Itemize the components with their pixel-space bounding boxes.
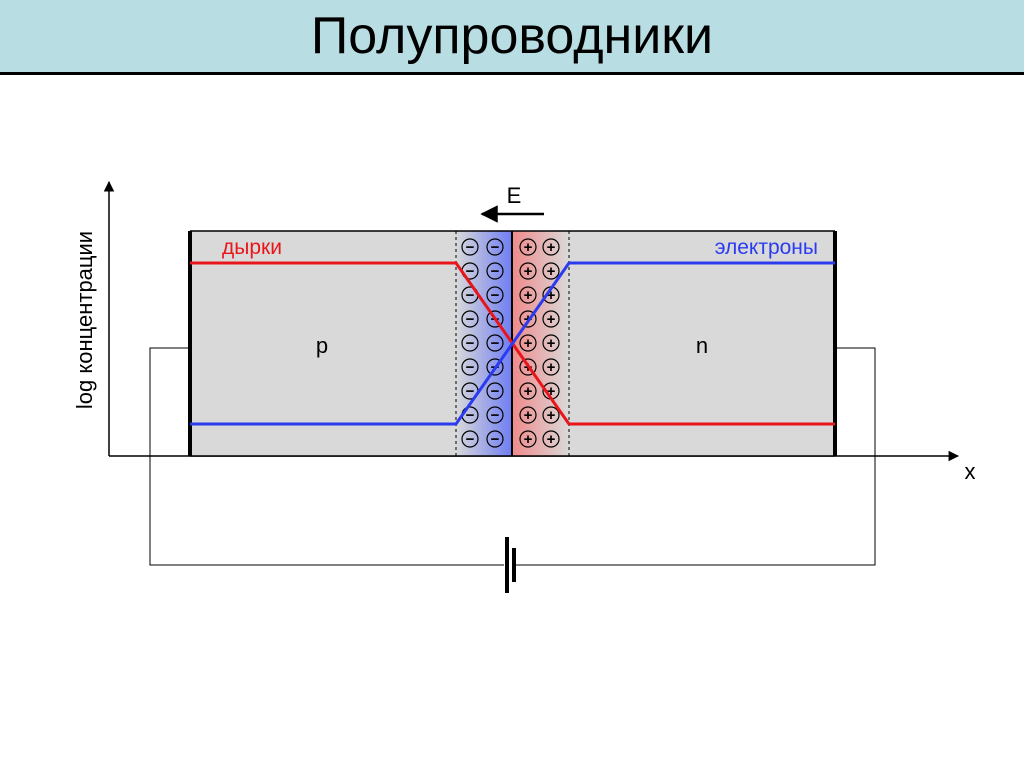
negative-ion: −	[461, 238, 479, 256]
negative-ion: −	[486, 238, 504, 256]
positive-ion-symbol: +	[547, 383, 556, 400]
positive-ion-symbol: +	[547, 359, 556, 376]
positive-ion: +	[519, 406, 537, 424]
positive-ion: +	[542, 310, 560, 328]
negative-ion: −	[486, 382, 504, 400]
negative-ion: −	[461, 430, 479, 448]
positive-ion-symbol: +	[547, 335, 556, 352]
positive-ion: +	[519, 382, 537, 400]
negative-ion: −	[486, 406, 504, 424]
positive-ion-symbol: +	[547, 407, 556, 424]
positive-ion-symbol: +	[524, 383, 533, 400]
negative-ion-symbol: −	[466, 287, 475, 304]
negative-ion-symbol: −	[491, 263, 500, 280]
negative-ion-symbol: −	[466, 311, 475, 328]
positive-ion: +	[519, 238, 537, 256]
positive-ion-symbol: +	[547, 311, 556, 328]
negative-ion: −	[461, 358, 479, 376]
positive-ion-symbol: +	[547, 263, 556, 280]
title-bar: Полупроводники	[0, 0, 1024, 75]
negative-ion-symbol: −	[466, 431, 475, 448]
positive-ion-symbol: +	[547, 431, 556, 448]
negative-ion-symbol: −	[466, 335, 475, 352]
positive-ion-symbol: +	[524, 407, 533, 424]
positive-ion-symbol: +	[524, 287, 533, 304]
positive-ion: +	[542, 334, 560, 352]
positive-ion-symbol: +	[547, 239, 556, 256]
positive-ion: +	[542, 262, 560, 280]
circuit-wire-left	[149, 347, 504, 566]
negative-ion-symbol: −	[491, 239, 500, 256]
negative-ion: −	[486, 430, 504, 448]
negative-ion-symbol: −	[491, 335, 500, 352]
negative-ion-symbol: −	[466, 359, 475, 376]
positive-ion-symbol: +	[547, 287, 556, 304]
p-region-label: p	[316, 333, 328, 358]
negative-ion: −	[486, 334, 504, 352]
y-axis-label: log концентрации	[72, 231, 97, 409]
positive-ion: +	[519, 430, 537, 448]
x-axis-label: x	[965, 459, 976, 484]
negative-ion: −	[486, 262, 504, 280]
positive-ion-symbol: +	[524, 239, 533, 256]
positive-ion-symbol: +	[524, 263, 533, 280]
circuit-wire-right	[515, 347, 876, 566]
negative-ion-symbol: −	[491, 383, 500, 400]
positive-ion: +	[542, 358, 560, 376]
electrons-label: электроны	[715, 236, 818, 259]
battery-icon	[505, 537, 516, 593]
electric-field-label: E	[507, 183, 522, 208]
positive-ion: +	[519, 262, 537, 280]
positive-ion: +	[519, 286, 537, 304]
negative-ion-symbol: −	[466, 407, 475, 424]
positive-ion: +	[542, 406, 560, 424]
positive-ion-symbol: +	[524, 431, 533, 448]
holes-label: дырки	[222, 236, 282, 259]
negative-ion-symbol: −	[466, 263, 475, 280]
electrons-curve	[190, 261, 835, 426]
negative-ion-symbol: −	[466, 239, 475, 256]
negative-ion: −	[461, 334, 479, 352]
negative-ion: −	[486, 286, 504, 304]
negative-ion-symbol: −	[491, 407, 500, 424]
n-region-label: n	[696, 333, 708, 358]
positive-ion: +	[542, 430, 560, 448]
negative-ion-symbol: −	[491, 431, 500, 448]
negative-ion-symbol: −	[491, 287, 500, 304]
negative-ion: −	[461, 310, 479, 328]
negative-ion-symbol: −	[466, 383, 475, 400]
page-title: Полупроводники	[310, 7, 714, 65]
positive-ion: +	[542, 238, 560, 256]
positive-ion-symbol: +	[524, 335, 533, 352]
positive-ion: +	[519, 334, 537, 352]
